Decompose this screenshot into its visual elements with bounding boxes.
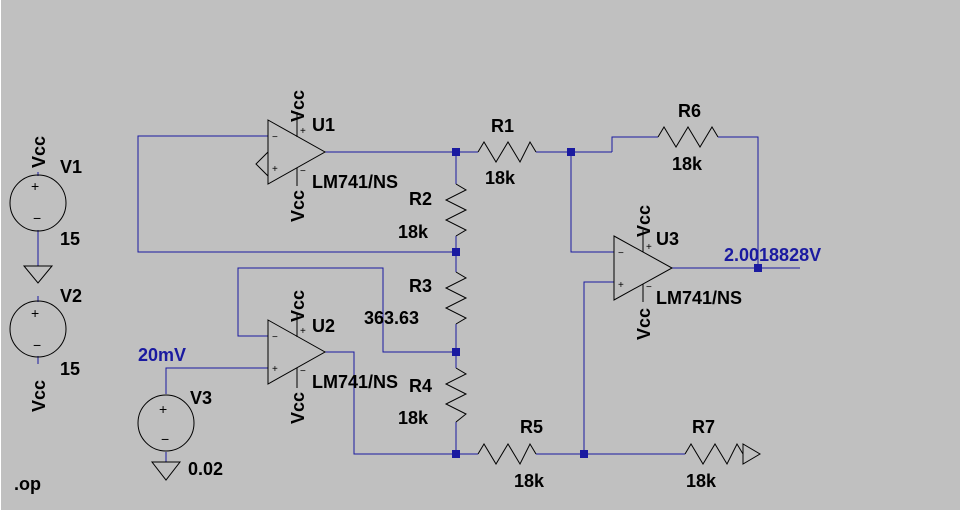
pin-plus: +: [272, 364, 278, 375]
resistor-name: R7: [692, 417, 715, 437]
wire-u1-loop: [137, 135, 456, 253]
resistor-value: 18k: [485, 168, 516, 188]
opamp-name: U2: [312, 316, 335, 336]
resistor-value: 18k: [686, 471, 717, 491]
source-value: 15: [60, 359, 80, 379]
resistor-value: 18k: [672, 154, 703, 174]
resistor-r3[interactable]: R3 363.63: [364, 271, 468, 328]
opamp-model: LM741/NS: [656, 288, 742, 308]
source-name: V3: [190, 388, 212, 408]
junction: [452, 348, 460, 356]
pin-plus: +: [300, 126, 306, 137]
junction: [452, 450, 460, 458]
wire-u3-minus: [570, 152, 614, 253]
resistor-value: 18k: [398, 222, 429, 242]
supply-label: Vcc: [288, 290, 308, 322]
ground-symbol: [22, 265, 54, 284]
supply-label: Vcc: [634, 308, 654, 340]
pin-plus: +: [646, 242, 652, 253]
junction: [754, 264, 762, 272]
opamp-name: U1: [312, 115, 335, 135]
pin-minus: −: [300, 366, 306, 377]
supply-label: Vcc: [288, 392, 308, 424]
wire-u2-out: [325, 351, 478, 455]
source-v1[interactable]: + − Vcc V1 15: [9, 136, 82, 249]
net-label: Vcc: [29, 380, 49, 412]
pin-plus: +: [31, 305, 39, 321]
wire-u3-plus: [583, 281, 614, 454]
resistor-name: R5: [520, 417, 543, 437]
junction: [452, 148, 460, 156]
resistor-value: 363.63: [364, 308, 419, 328]
ground-triangle: [742, 443, 761, 465]
resistor-value: 18k: [514, 471, 545, 491]
resistor-name: R3: [409, 276, 432, 296]
opamp-model: LM741/NS: [312, 372, 398, 392]
pin-minus: −: [161, 431, 169, 447]
pin-minus: −: [33, 337, 41, 353]
pin-minus: −: [618, 248, 624, 259]
pin-plus: +: [31, 178, 39, 194]
pin-minus: −: [300, 166, 306, 177]
output-voltage-label: 2.0018828V: [724, 245, 821, 265]
resistor-name: R4: [409, 376, 432, 396]
resistor-r6[interactable]: R6 18k: [657, 101, 719, 174]
junction: [452, 248, 460, 256]
ground-symbol: [150, 461, 182, 481]
junctions: [452, 148, 762, 458]
wire-r6-left: [611, 136, 658, 152]
opamp-u1[interactable]: − + + − Vcc Vcc U1 LM741/NS: [255, 90, 398, 222]
resistor-r7[interactable]: R7 18k: [684, 417, 761, 491]
source-v2[interactable]: + − V2 15 Vcc: [9, 286, 82, 412]
pin-minus: −: [272, 332, 278, 343]
resistor-name: R6: [678, 101, 701, 121]
source-v3[interactable]: + − V3 0.02: [137, 388, 223, 481]
pin-plus: +: [300, 326, 306, 337]
supply-label: Vcc: [288, 90, 308, 122]
resistor-r2[interactable]: R2 18k: [398, 183, 468, 242]
wire-v3-top: [165, 367, 268, 394]
pin-minus: −: [646, 282, 652, 293]
pin-minus: −: [33, 210, 41, 226]
net-label: Vcc: [29, 136, 49, 168]
spice-directive[interactable]: .op: [14, 474, 41, 494]
source-name: V1: [60, 157, 82, 177]
supply-label: Vcc: [634, 205, 654, 237]
pin-plus: +: [618, 280, 624, 291]
resistor-value: 18k: [398, 408, 429, 428]
resistor-r5[interactable]: R5 18k: [477, 417, 545, 491]
source-name: V2: [60, 286, 82, 306]
resistor-name: R2: [409, 189, 432, 209]
opamp-u3[interactable]: − + + − Vcc Vcc U3 LM741/NS: [613, 205, 742, 340]
source-value: 15: [60, 229, 80, 249]
opamp-name: U3: [656, 229, 679, 249]
opamp-u2[interactable]: − + + − Vcc Vcc U2 LM741/NS: [267, 290, 398, 424]
input-net-label: 20mV: [138, 345, 186, 365]
junction: [580, 450, 588, 458]
junction: [567, 148, 575, 156]
wire-r6-right: [718, 136, 759, 268]
wire-u2-loop: [237, 267, 456, 353]
source-value: 0.02: [188, 459, 223, 479]
wires: [37, 135, 800, 462]
pin-minus: −: [272, 132, 278, 143]
pin-plus: +: [159, 401, 167, 417]
supply-label: Vcc: [288, 190, 308, 222]
resistor-r1[interactable]: R1 18k: [477, 116, 537, 188]
pin-plus: +: [272, 164, 278, 175]
resistor-name: R1: [491, 116, 514, 136]
resistor-r4[interactable]: R4 18k: [398, 367, 468, 428]
opamp-model: LM741/NS: [312, 172, 398, 192]
